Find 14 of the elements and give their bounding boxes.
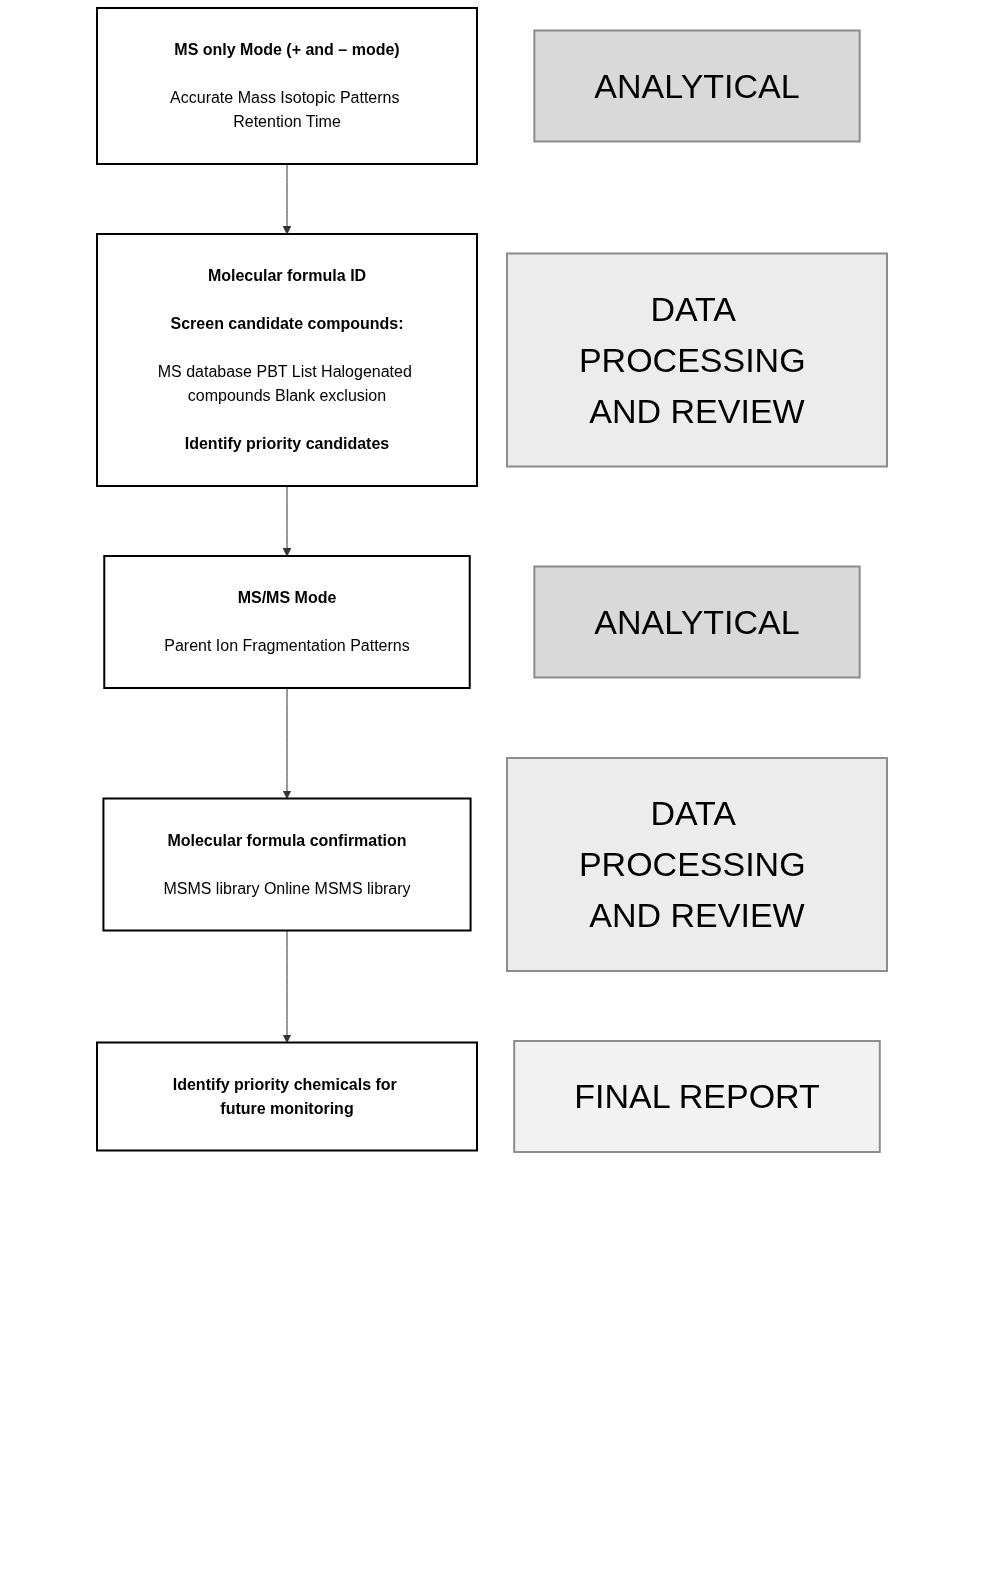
node-box: ANALYTICAL	[532, 565, 861, 679]
node-box: Molecular formula confirmation MSMS library Online MSMS library	[101, 797, 472, 932]
arrow	[282, 930, 291, 1043]
node-box: MS only Mode (+ and – mode) Accurate Mass Isotopic Patterns Retention Time	[95, 7, 478, 165]
arrow	[282, 485, 291, 557]
node-box: Identify priority chemicals for future monitoring	[95, 1041, 478, 1152]
node-box: DATA PROCESSING AND REVIEW	[505, 757, 888, 972]
node-box: DATA PROCESSING AND REVIEW	[505, 252, 888, 468]
node-box: MS/MS Mode Parent Ion Fragmentation Patterns	[102, 555, 471, 689]
node-box: ANALYTICAL	[532, 29, 861, 143]
arrow	[282, 163, 291, 235]
arrow	[282, 687, 291, 799]
node-box: FINAL REPORT	[512, 1040, 881, 1153]
node-box: Molecular formula ID Screen candidate compounds: MS database PBT List Halogenated compounds Blank exclusion Identify priority candidates	[95, 233, 478, 487]
